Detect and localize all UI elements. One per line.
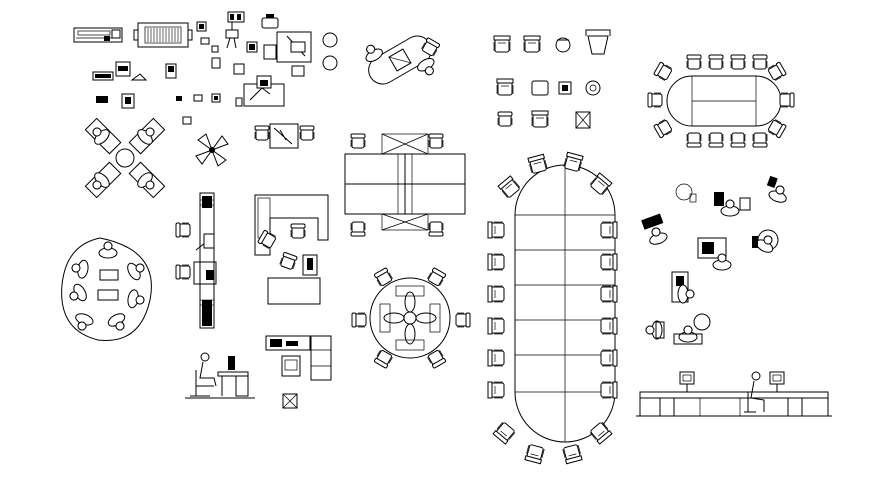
workstation-elevations [175, 192, 217, 329]
oval-conference-table [647, 54, 795, 148]
two-person-workstation [360, 35, 441, 85]
chair-icon [254, 125, 270, 141]
desk-lamp-icon [225, 11, 245, 49]
four-person-pod [84, 117, 166, 199]
small-devices-icon [96, 57, 245, 125]
office-equipment-cluster [73, 11, 338, 125]
pinwheel-cluster [195, 133, 229, 167]
fax-machine-icon [73, 27, 123, 43]
cubicle-block [344, 133, 466, 237]
monitor-icon [228, 356, 235, 370]
cad-desk-workstation [243, 31, 338, 107]
phone-icon [261, 14, 279, 29]
monitor-icon [769, 371, 785, 392]
chair-icon [493, 35, 511, 53]
seated-person-elevation [185, 352, 255, 399]
seated-person-icon [744, 371, 765, 413]
monitor-icon [679, 371, 695, 392]
chair-catalog [493, 29, 611, 129]
telephone-set-icon [92, 61, 177, 81]
plotter-icon [196, 21, 219, 53]
reception-counter-elevation [636, 371, 832, 417]
curved-team-table [61, 237, 152, 341]
long-conference-table [487, 151, 618, 465]
desk-with-chairs [254, 123, 315, 149]
round-meeting-table [351, 267, 471, 369]
individual-workstations [641, 175, 791, 345]
compact-desk-unit [265, 335, 332, 409]
printer-icon [133, 22, 193, 48]
l-shaped-desk [254, 194, 329, 305]
